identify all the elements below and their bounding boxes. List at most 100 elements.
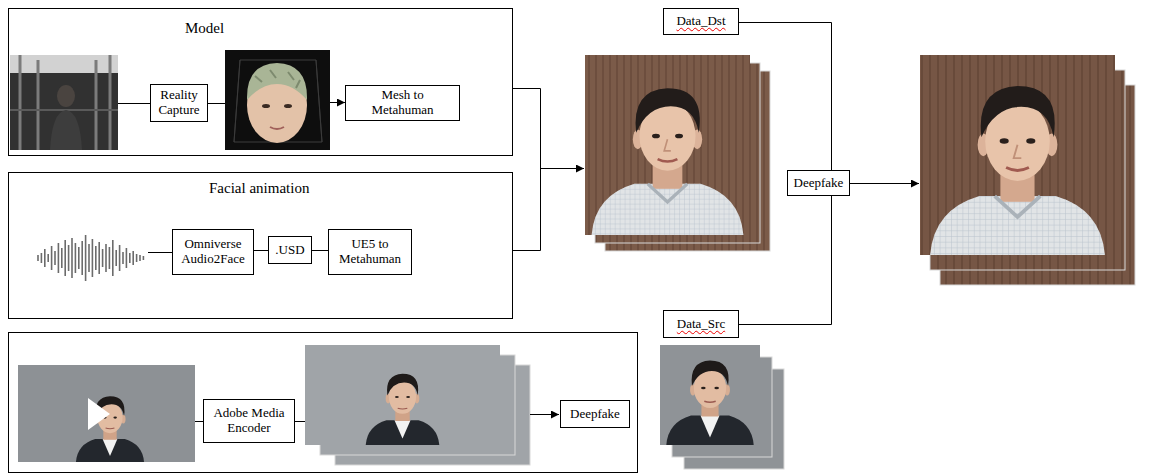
scan-rig-photo — [50, 110, 82, 150]
waveform-bar — [132, 251, 134, 265]
metahuman-frame-stack — [585, 55, 750, 235]
waveform-bar — [136, 254, 138, 262]
flow-line — [513, 89, 541, 251]
mesh-head-render — [270, 127, 284, 129]
flow-line — [530, 414, 559, 415]
mesh-head-render — [234, 60, 322, 142]
process-box: Data_Src — [663, 310, 739, 338]
scan-rig-photo — [20, 55, 110, 150]
waveform-bar — [102, 249, 104, 267]
source-video — [76, 396, 144, 462]
source-frame-stack — [660, 345, 784, 469]
waveform-bar — [51, 246, 53, 270]
waveform-bar — [139, 255, 141, 261]
waveform-bar — [105, 244, 107, 272]
waveform-bar — [47, 254, 49, 262]
waveform-bar — [81, 241, 83, 275]
waveform-bar — [143, 256, 145, 260]
pipeline-panel — [9, 333, 638, 473]
waveform-bar — [54, 251, 56, 265]
group-box: Facial animationOmniverse Audio2Face .USD… — [8, 172, 513, 319]
mesh-head-render — [255, 70, 300, 88]
waveform-bar — [85, 235, 87, 281]
box-label: Mesh to Metahuman — [350, 88, 455, 118]
process-box: Omniverse Audio2Face — [172, 229, 254, 275]
video-frame-stack — [305, 345, 500, 445]
mesh-head-render — [225, 50, 330, 150]
mesh-head-render — [262, 104, 270, 108]
waveform-bar — [61, 248, 63, 268]
box-label: Omniverse Audio2Face — [177, 237, 249, 267]
waveform-bar — [122, 252, 124, 264]
flow-line — [148, 252, 172, 253]
waveform-bar — [88, 244, 90, 272]
waveform-bar — [129, 253, 131, 263]
waveform-bar — [95, 246, 97, 270]
box-label: .USD — [275, 243, 304, 258]
process-box: .USD — [268, 236, 312, 264]
process-box: Adobe Media Encoder — [203, 399, 295, 443]
waveform-bar — [109, 247, 111, 269]
deepfake-result-stack — [920, 55, 1135, 285]
scan-rig-photo — [57, 85, 75, 107]
deepfake-result-stack — [920, 55, 1115, 255]
source-video — [18, 365, 195, 462]
metahuman-frame-stack — [592, 88, 744, 235]
box-label: Data_Src — [677, 317, 725, 332]
waveform-bar — [92, 239, 94, 277]
connector — [312, 250, 328, 251]
box-label: Adobe Media Encoder — [208, 406, 290, 436]
process-box: Reality Capture — [150, 84, 208, 122]
waveform-bar — [98, 242, 100, 274]
process-box: Deepfake — [560, 400, 630, 428]
connector — [254, 250, 268, 251]
waveform-bar — [71, 238, 73, 278]
flow-line — [330, 102, 345, 103]
video-frame-stack — [305, 345, 530, 465]
flow-line — [118, 103, 150, 104]
waveform-bar — [41, 253, 43, 263]
connector — [739, 196, 832, 325]
flow-line — [118, 89, 919, 422]
flow-line — [541, 168, 585, 169]
waveform-bar — [44, 249, 46, 267]
flow-line — [208, 103, 225, 104]
scan-rig-photo — [10, 55, 118, 150]
process-box: Data_Dst — [663, 8, 739, 35]
mesh-head-render — [247, 63, 307, 100]
source-frame-stack — [660, 345, 760, 445]
group-title: Model — [185, 19, 224, 37]
mesh-head-render — [225, 50, 330, 150]
box-label: Data_Dst — [676, 14, 725, 29]
flow-line — [850, 183, 919, 184]
audio-waveform — [38, 235, 143, 281]
flow-line — [195, 421, 203, 422]
deepfake-result-stack — [930, 86, 1105, 255]
box-label: Deepfake — [794, 176, 844, 191]
waveform-bar — [75, 243, 77, 273]
box-label: UE5 to Metahuman — [333, 237, 407, 267]
waveform-bar — [78, 247, 80, 269]
waveform-bar — [64, 240, 66, 276]
box-label: Deepfake — [570, 407, 620, 422]
connector — [739, 23, 832, 171]
waveform-bar — [68, 245, 70, 271]
waveform-bar — [126, 248, 128, 268]
mesh-head-render — [234, 60, 322, 142]
flow-line — [295, 421, 305, 422]
waveform-bar — [115, 250, 117, 266]
scan-rig-photo — [10, 55, 118, 73]
box-label: Reality Capture — [155, 88, 203, 118]
source-video — [88, 398, 110, 430]
scan-rig-photo — [10, 55, 118, 150]
process-box: UE5 to Metahuman — [328, 229, 412, 275]
process-box: Deepfake — [787, 170, 850, 196]
group-box: ModelReality Capture Mesh to Metahuman — [8, 8, 513, 156]
group-title: Facial animation — [209, 179, 309, 197]
waveform-bar — [119, 245, 121, 271]
waveform-bar — [112, 240, 114, 276]
metahuman-frame-stack — [585, 55, 770, 251]
waveform-bar — [58, 243, 60, 273]
video-frame-stack — [366, 374, 440, 445]
